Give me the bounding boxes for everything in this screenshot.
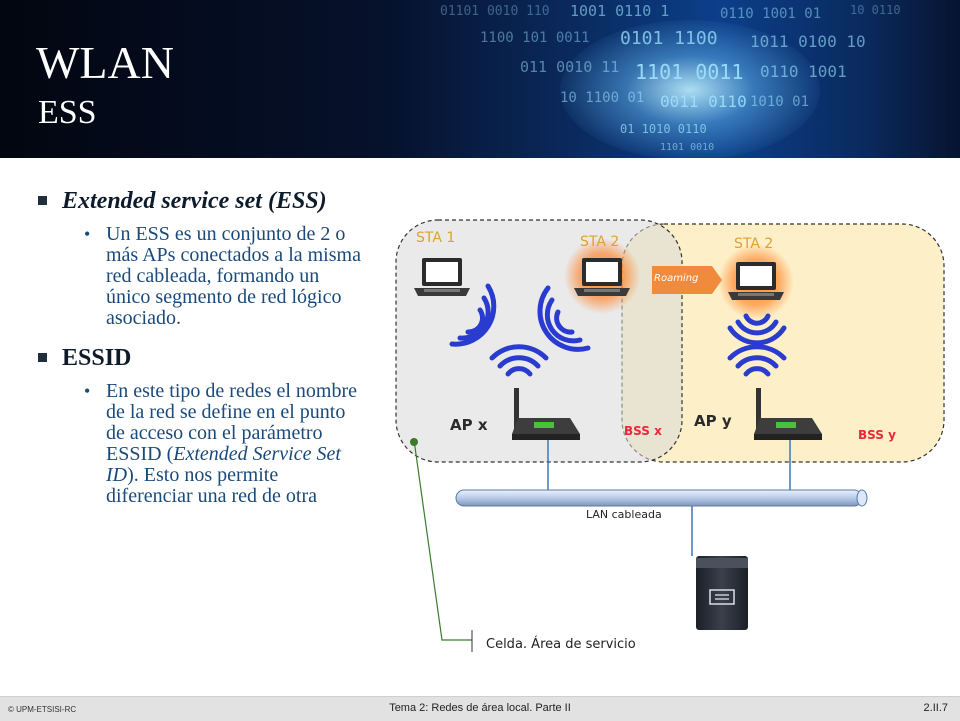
ap-x-router-icon [512,388,580,440]
ess-diagram: STA 1 STA 2 STA 2 Roaming AP x AP y BSS … [380,200,960,670]
cell-label: Celda. Área de servicio [486,637,636,652]
bullet-essid-heading: ESSID [36,345,366,371]
essid-body-text-2: ). Esto nos permite diferenciar una red … [106,464,317,507]
essid-heading-text: ESSID [62,345,132,371]
roaming-label: Roaming [654,273,699,284]
lan-label: LAN cableada [586,508,662,521]
square-bullet-icon [38,196,47,205]
laptop-sta1-icon [414,258,470,296]
sta2-right-label: STA 2 [734,236,774,252]
ap-y-router-icon [754,388,822,440]
slide-title: WLAN [36,37,174,88]
bullet-essid-body: • En este tipo de redes el nombre de la … [36,381,366,507]
signal-waves-sta2-left-icon [537,285,591,352]
bullet-list: Extended service set (ESS) • Un ESS es u… [36,188,366,521]
header-glow [560,20,820,158]
signal-waves-sta1-icon [449,283,497,347]
ap-y-waves-icon [727,344,787,377]
bss-x-label: BSS x [624,424,662,438]
bss-y-label: BSS y [858,428,896,442]
footer-bar: © UPM-ETSISI-RC Tema 2: Redes de área lo… [0,696,960,721]
diagram-graphics [395,219,945,652]
sta1-label: STA 1 [416,230,456,246]
slide-subtitle: ESS [38,94,97,131]
ap-x-label: AP x [450,416,488,434]
sta2-left-label: STA 2 [580,234,620,250]
lan-cable-pipe [455,489,868,507]
bullet-ess-body: • Un ESS es un conjunto de 2 o más APs c… [36,224,366,329]
footer-copyright: © UPM-ETSISI-RC [8,705,77,714]
page-number: 2.II.7 [923,702,948,714]
square-bullet-icon [38,353,47,362]
bullet-ess-heading: Extended service set (ESS) [36,188,366,214]
ap-y-label: AP y [694,412,732,430]
signal-waves-sta2-right-icon [727,313,787,346]
roaming-arrow [652,266,722,294]
laptop-sta2-right-icon [728,262,784,300]
laptop-sta2-left-icon [574,258,630,296]
footer-title: Tema 2: Redes de área local. Parte II [389,702,571,714]
cell-callout-dot [410,438,418,446]
ap-x-waves-icon [489,344,549,377]
round-bullet-icon: • [84,381,91,401]
ess-heading-text: Extended service set (ESS) [62,188,327,214]
header-banner: 01101 0010 110 1001 0110 1 0110 1001 01 … [0,0,960,158]
ess-body-text: Un ESS es un conjunto de 2 o más APs con… [106,223,361,329]
cell-callout-line [413,439,472,641]
essid-body-emphasis: Extended Service Set ID [106,443,341,486]
server-icon [696,556,748,630]
binary-background-image: 01101 0010 110 1001 0110 1 0110 1001 01 … [440,2,901,153]
essid-body-text-1: En este tipo de redes el nombre de la re… [106,380,358,465]
round-bullet-icon: • [84,224,91,244]
